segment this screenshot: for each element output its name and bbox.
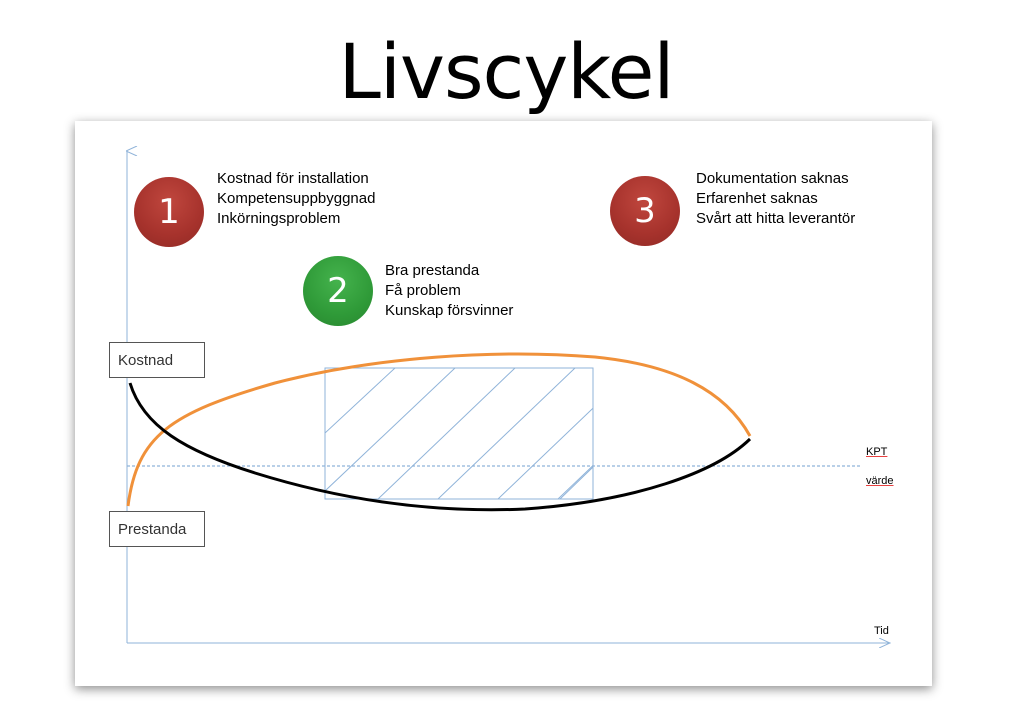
phase-1-number: 1 (158, 192, 180, 232)
list-item: Inkörningsproblem (217, 210, 341, 227)
slide-title: Livscykel (338, 27, 675, 116)
performance-curve (126, 352, 752, 507)
phase-2-list: Bra prestanda Få problem Kunskap försvin… (385, 261, 513, 321)
list-item: Få problem (385, 282, 461, 299)
performance-label-box: Prestanda (109, 511, 205, 547)
lifecycle-diagram: 1 Kostnad för installation Kompetensuppb… (75, 121, 932, 686)
phase-3-list: Dokumentation saknas Erfarenhet saknas S… (696, 169, 855, 229)
diagram-canvas (75, 121, 932, 686)
hatch-lines (325, 368, 593, 499)
list-item: Dokumentation saknas (696, 170, 849, 187)
cost-curve (128, 382, 752, 512)
list-item: Bra prestanda (385, 262, 480, 279)
list-item: Erfarenhet saknas (696, 190, 818, 207)
hatched-region (324, 367, 594, 500)
list-item: Kostnad för installation (217, 170, 369, 187)
phase-1-circle: 1 (134, 177, 204, 247)
list-item: Svårt att hitta leverantör (696, 210, 856, 227)
kpt-label: KPT (866, 446, 888, 458)
list-item: Kunskap försvinner (385, 302, 514, 319)
phase-3-number: 3 (634, 191, 656, 231)
x-axis-label: Tid (874, 625, 889, 637)
kpt-value-label: värde (866, 475, 894, 487)
cost-label-box: Kostnad (109, 342, 205, 378)
phase-1-list: Kostnad för installation Kompetensuppbyg… (217, 169, 375, 229)
phase-3-circle: 3 (610, 176, 680, 246)
phase-2-circle: 2 (303, 256, 373, 326)
phase-2-number: 2 (327, 271, 349, 311)
list-item: Kompetensuppbyggnad (217, 190, 376, 207)
